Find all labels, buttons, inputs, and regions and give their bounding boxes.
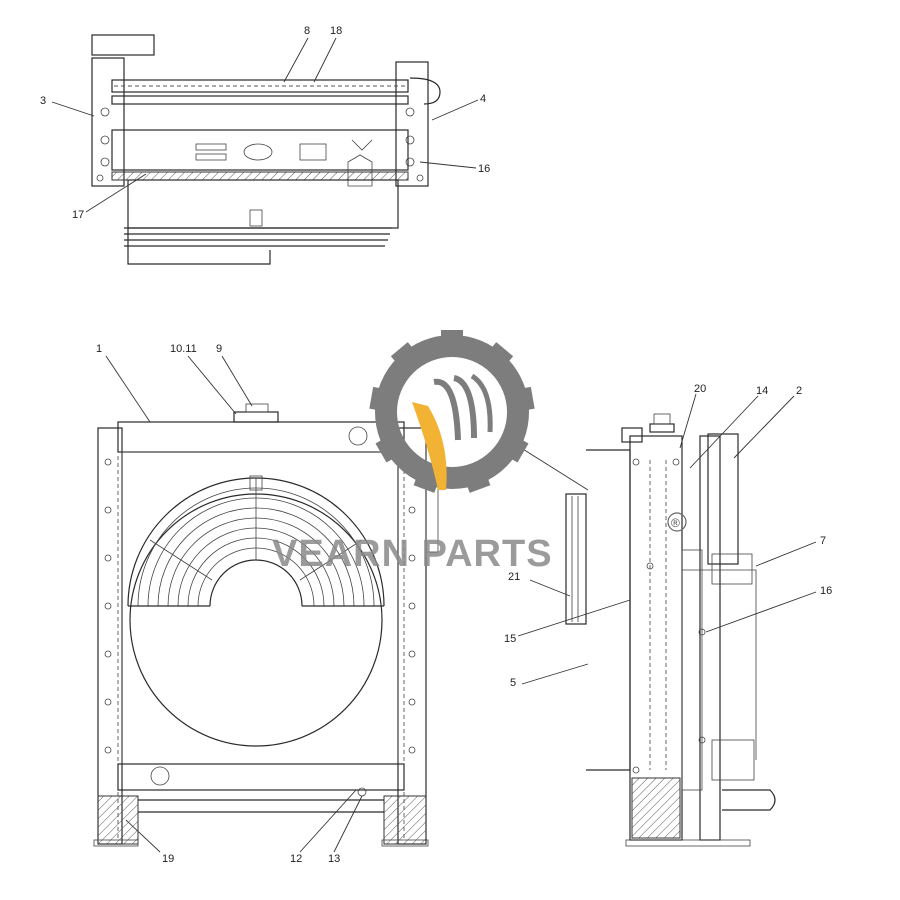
fan-shroud bbox=[127, 179, 399, 229]
callout-7: 7 bbox=[820, 535, 826, 547]
fan-guard-side bbox=[565, 493, 587, 625]
top-view: 8 18 3 4 16 17 bbox=[40, 25, 490, 265]
callout-10-11: 10.11 bbox=[170, 343, 197, 355]
callout-15-lower: 15 bbox=[504, 633, 516, 645]
callout-16-side: 16 bbox=[820, 585, 832, 597]
filler-cap bbox=[233, 411, 279, 423]
right-side-plate bbox=[395, 61, 429, 187]
callout-5: 5 bbox=[510, 677, 516, 689]
side-bottom-block bbox=[631, 777, 681, 839]
callout-17: 17 bbox=[72, 209, 84, 221]
left-foot bbox=[97, 795, 139, 845]
front-view: 1 10.11 9 19 12 13 bbox=[93, 343, 439, 865]
callout-16-top: 16 bbox=[478, 163, 490, 175]
callout-8: 8 bbox=[304, 25, 310, 37]
watermark-brand-text: VEARN PARTS bbox=[272, 533, 553, 575]
core-panel bbox=[111, 129, 409, 171]
gear-logo-icon bbox=[369, 330, 535, 493]
callout-9: 9 bbox=[216, 343, 222, 355]
registered-mark: ® bbox=[671, 516, 680, 530]
right-foot bbox=[383, 795, 427, 845]
top-bracket bbox=[91, 34, 155, 56]
upper-tube bbox=[111, 79, 409, 93]
left-side-plate bbox=[91, 57, 125, 187]
callout-1: 1 bbox=[96, 343, 102, 355]
callout-14: 14 bbox=[756, 385, 768, 397]
side-view: 20 14 2 15 7 21 15 16 5 bbox=[504, 383, 832, 847]
callout-20: 20 bbox=[694, 383, 706, 395]
callout-21: 21 bbox=[508, 571, 520, 583]
hatched-strip bbox=[111, 171, 409, 181]
right-frame bbox=[397, 427, 427, 845]
side-bracket bbox=[707, 433, 739, 565]
outlet-pipe bbox=[722, 789, 776, 811]
brand-watermark: VEARN PARTS ® bbox=[272, 330, 687, 575]
callout-18: 18 bbox=[330, 25, 342, 37]
callout-2: 2 bbox=[796, 385, 802, 397]
top-tank bbox=[117, 421, 405, 453]
callout-4: 4 bbox=[480, 93, 486, 105]
fan-shroud-side bbox=[586, 449, 631, 771]
callout-13: 13 bbox=[328, 853, 340, 865]
callout-3: 3 bbox=[40, 95, 46, 107]
fan-guard bbox=[127, 475, 385, 607]
callout-12: 12 bbox=[290, 853, 302, 865]
callout-19: 19 bbox=[162, 853, 174, 865]
bottom-tank bbox=[117, 763, 405, 791]
radiator-core bbox=[121, 451, 399, 765]
